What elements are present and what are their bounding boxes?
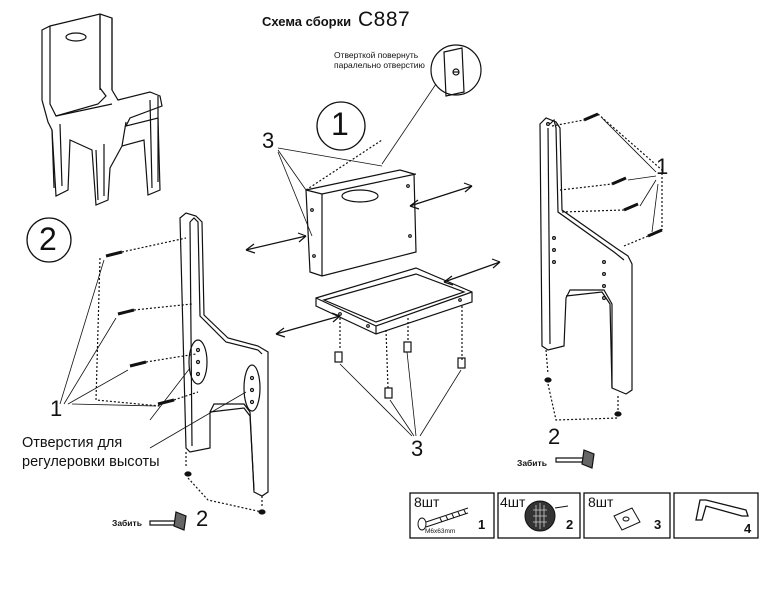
step-1-circle (316, 101, 366, 151)
part-1-count: 8шт (414, 494, 440, 510)
hex-key-part-icon (695, 499, 749, 521)
screwdriver-note: Отверткой повернуть паралельно отверстию (334, 50, 425, 70)
backrest-illustration (305, 139, 417, 277)
part-1-spec: M6x63mm (425, 528, 456, 535)
left-side-panel-illustration (179, 212, 269, 515)
part-panel-1 (409, 492, 495, 539)
step-1-number: 1 (331, 106, 349, 142)
step-2-circle (26, 217, 72, 263)
part-2-count: 4шт (500, 494, 526, 510)
part-panel-3 (583, 492, 671, 539)
detail-circle-illustration (381, 44, 482, 165)
hammer-icons (149, 449, 595, 531)
assembly-arrows (245, 182, 501, 338)
part-2-index: 2 (566, 517, 574, 532)
hammer-label-right: Забить (517, 458, 547, 468)
callout-left-glides: 2 (196, 506, 209, 531)
glide-part-icon (524, 500, 569, 532)
part-4-index: 4 (744, 521, 752, 536)
assembled-chair-illustration (41, 13, 163, 206)
header-model: C887 (358, 8, 411, 31)
seat-nuts-illustration (334, 306, 466, 437)
hammer-label-left: Забить (112, 518, 142, 528)
height-holes-description: Отверстия для регулеровки высоты (22, 435, 160, 470)
part-3-index: 3 (654, 517, 662, 532)
callout-right-glides: 2 (548, 424, 561, 449)
screw-part-icon (417, 507, 469, 531)
step-2-number: 2 (39, 221, 57, 257)
callout-backrest-screws: 3 (262, 128, 275, 153)
left-screws-illustration (59, 237, 247, 449)
callout-left-screws: 1 (50, 396, 63, 421)
part-3-count: 8шт (588, 494, 614, 510)
right-side-panel-illustration (539, 117, 633, 421)
part-1-index: 1 (478, 517, 486, 532)
seat-illustration (315, 267, 473, 335)
callout-right-screws: 1 (656, 154, 669, 179)
header-label: Схема сборки (262, 14, 352, 29)
backrest-callout-lines (277, 147, 383, 237)
barrel-nut-part-icon (613, 507, 641, 531)
right-screws-illustration (551, 112, 663, 247)
callout-seat-nuts: 3 (411, 436, 424, 461)
